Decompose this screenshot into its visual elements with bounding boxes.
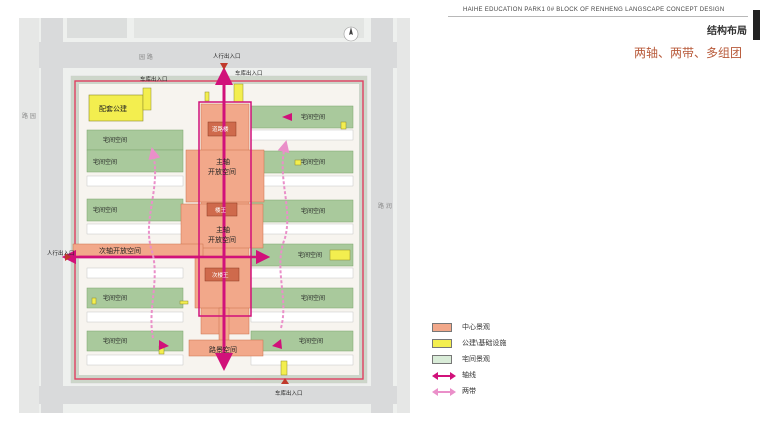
courtyard-label-l3: 宅间空间 [93, 206, 117, 214]
label-building-b: 楼王 [215, 206, 227, 214]
belt-right [277, 140, 290, 329]
label-open-space-1: 开放空间 [208, 167, 236, 176]
site-plan: 人行出入口 车库出入口 车库出入口 人行出入口 车库出入口 配套公建 主轴 开放… [19, 18, 410, 413]
legend-swatch-central [432, 323, 452, 332]
road-label-left: 路 园 [22, 112, 36, 120]
label-entrance-bottom: 车库出入口 [275, 389, 303, 397]
courtyard-label-r6: 宅间空间 [299, 337, 323, 345]
building-c [204, 267, 240, 282]
label-entrance-left: 人行出入口 [47, 249, 75, 257]
road-label-right: 路 润 [378, 202, 392, 210]
courtyard-label-l5: 宅间空间 [103, 294, 127, 302]
road-top [19, 42, 410, 68]
courtyard-left-1 [86, 129, 184, 151]
belt-left [147, 147, 161, 339]
courtyard-left-4 [86, 287, 184, 309]
road-left [41, 18, 63, 413]
project-title: HAIHE EDUCATION PARK1 0# BLOCK OF RENHEN… [463, 7, 725, 13]
building-a [207, 121, 237, 137]
entrance-top-marker [220, 63, 228, 70]
entrance-bottom-marker [281, 378, 289, 384]
courtyard-label-r5: 宅间空间 [301, 294, 325, 302]
public-building [88, 94, 144, 122]
courtyard-label-l1: 宅间空间 [103, 136, 127, 144]
courtyard-left-5 [86, 330, 184, 352]
courtyard-label-r2: 宅间空间 [301, 158, 325, 166]
label-building-c: 次楼王 [212, 271, 229, 279]
legend-label-public: 公建\基础设施 [462, 339, 507, 347]
label-open-space-2: 开放空间 [208, 235, 236, 244]
page-title: 结构布局 [707, 26, 747, 37]
legend-swatch-public [432, 339, 452, 348]
courtyard-label-r4: 宅间空间 [298, 251, 322, 259]
road-bottom [19, 386, 410, 404]
label-public-building: 配套公建 [99, 104, 127, 113]
label-landscape-space: 路景空间 [209, 345, 237, 354]
courtyard-label-l2: 宅间空间 [93, 158, 117, 166]
header-divider [448, 16, 748, 17]
courtyard-label-r1: 宅间空间 [301, 113, 325, 121]
road-label-top: 园 路 [139, 53, 153, 61]
label-entrance-top-vehicle-2: 车库出入口 [235, 69, 263, 77]
courtyard-label-r3: 宅间空间 [301, 207, 325, 215]
belt-arrow-icon [432, 388, 456, 396]
label-entrance-top-person: 人行出入口 [213, 52, 241, 60]
legend-label-belt: 两带 [462, 387, 476, 395]
label-main-axis-2: 主轴 [216, 225, 230, 234]
legend-swatch-courtyard [432, 355, 452, 364]
building-b [206, 202, 238, 217]
legend-label-central: 中心景观 [462, 323, 490, 331]
label-secondary-axis: 次轴开放空间 [99, 246, 141, 255]
courtyard-label-l6: 宅间空间 [103, 337, 127, 345]
legend-label-axis: 轴线 [462, 371, 476, 379]
plan-subtitle: 两轴、两带、多组团 [633, 46, 742, 60]
label-building-a: 道路楼 [212, 125, 229, 133]
header-accent-bar [753, 10, 760, 40]
entrance-left-marker [65, 253, 71, 261]
legend-label-courtyard: 宅间景观 [462, 355, 490, 363]
label-entrance-top-vehicle: 车库出入口 [140, 75, 168, 83]
road-right [371, 18, 393, 413]
label-main-axis-1: 主轴 [216, 157, 230, 166]
axis-arrow-icon [432, 372, 456, 380]
